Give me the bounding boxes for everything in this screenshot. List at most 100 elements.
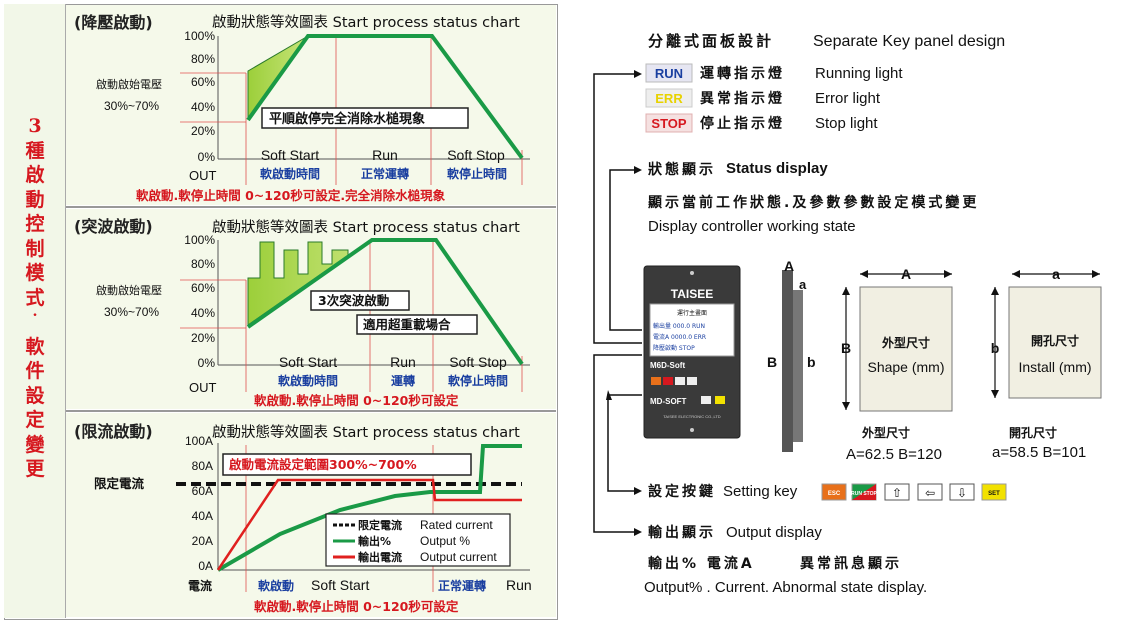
panel-3-phase-en-1: Soft Start [311,577,369,593]
phase-label: Run [390,354,416,370]
install-box-cn: 開孔尺寸 [1031,333,1079,348]
y-tick: 40% [191,306,215,320]
y-tick: 40A [192,509,213,523]
device-left-key[interactable] [687,377,697,385]
y-tick: 60A [192,484,213,498]
panel-2-callout-2: 適用超重載場合 [363,317,451,332]
err-badge [645,88,693,108]
panel-1-phase-cn: 軟啟動時間 正常運轉 軟停止時間 [260,166,507,181]
phase-label-cn: 軟停止時間 [447,166,507,181]
stop-light-en: Stop light [815,115,878,132]
output-desc-cn-2: 異常訊息顯示 [800,555,902,572]
panel-1-start-label: 啟動啟始電壓 [96,77,162,91]
connector-arrows [606,70,642,536]
y-tick: 20% [191,331,215,345]
y-tick: 0% [198,150,216,164]
device-down-key[interactable] [701,396,711,404]
install-box-en: Install (mm) [1018,359,1091,375]
left-arrow-icon: ⇦ [925,486,935,500]
y-tick: 0A [198,559,213,573]
install-a-label: a [1052,266,1060,282]
side-label-b: b [807,354,816,370]
panel-design-title-cn: 分離式面板設計 [648,32,774,50]
panel-2-heading: (突波啟動) [74,217,153,236]
legend-items: 限定電流 Rated current 輸出% Output % 輸出電流 Out… [333,518,497,564]
side-title: 3種啟動控制模式˙軟件設定變更 [25,115,45,480]
esc-key-label: ESC [828,491,841,497]
shape-B-label: B [841,340,851,356]
panel-2-callout-box-1 [310,290,410,311]
device-run-key[interactable] [663,377,673,385]
install-b-label: b [991,340,1000,356]
y-tick: 60% [191,281,215,295]
setting-key-row: ESC RUN STOP ⇧ ⇦ ⇩ SET [821,483,1007,501]
panel-2-output-line [246,238,524,366]
panel-1-output-line [246,34,524,160]
panel-3-chart-title: 啟動狀態等效圖表 Start process status chart [212,423,520,441]
install-dimension: a b 開孔尺寸 Install (mm) [991,266,1102,399]
side-label-a: a [799,277,807,292]
shape-A-label: A [901,266,911,282]
err-light-en: Error light [815,90,881,107]
setting-keys-en: Setting key [723,483,798,500]
panel-3-x-axis-label: 電流 [188,578,212,593]
install-box [1008,286,1102,399]
output-display-en: Output display [726,524,822,541]
panel-3-phase-en-2: Run [506,577,532,593]
legend-label-en: Output current [420,550,497,564]
phase-label: Soft Stop [447,147,505,163]
panel-3-note: 軟啟動.軟停止時間 0~120秒可設定 [254,599,459,614]
legend-label-en: Rated current [420,518,493,532]
shape-dims-cn: 外型尺寸 [862,425,910,440]
legend-label-cn: 限定電流 [358,518,402,532]
down-key[interactable] [949,483,975,501]
device-screen-title: 運行主畫面 [677,309,707,317]
panel-1-callout: 平順啟停完全消除水槌現象 [269,111,425,127]
device-up-key[interactable] [675,377,685,385]
panel-2-phase-cn: 軟啟動時間 運轉 軟停止時間 [278,373,508,388]
esc-key[interactable] [821,483,847,501]
phase-label: Soft Stop [449,354,507,370]
connector-lines [593,73,642,533]
set-key-label: SET [988,491,1000,497]
device-screen [649,303,735,357]
up-key[interactable] [884,483,910,501]
side-view-body [793,290,803,442]
panel-3-output-line [216,444,522,572]
device-screen-line: 降壓啟動 STOP [653,344,695,352]
panel-1-start-range: 30%~70% [104,99,159,113]
left-key[interactable] [917,483,943,501]
phase-label: Run [372,147,398,163]
device-screen-line: 電流A 0000.0 ERR [653,333,706,341]
key-panel-design: 分離式面板設計 Separate Key panel design RUN 運轉… [593,32,1102,596]
phase-label-cn: 軟停止時間 [448,373,508,388]
panel-1-bg [66,5,556,205]
device-esc-key[interactable] [651,377,661,385]
device-footer: TAISEE ELECTRONIC CO.,LTD [663,414,721,419]
device-model-2: MD-SOFT [650,397,687,406]
set-key[interactable] [981,483,1007,501]
y-tick: 80% [191,257,215,271]
y-tick: 60% [191,75,215,89]
stop-badge-label: STOP [651,116,686,131]
side-label-A: A [784,258,794,274]
y-tick: 80A [192,459,213,473]
device-model-1: M6D-Soft [650,361,685,370]
run-light-cn: 運轉指示燈 [700,65,785,82]
output-desc-cn-1: 輸出% 電流A [648,555,755,572]
panel-design-title-en: Separate Key panel design [813,33,1005,50]
side-label-B: B [767,354,777,370]
panel-1: (降壓啟動) 啟動狀態等效圖表 Start process status cha… [74,13,530,203]
run-badge-label: RUN [655,66,683,81]
y-tick: 100A [185,434,213,448]
device-screen-line: 輸出量 000.0 RUN [653,322,705,330]
panel-divider-2 [66,410,556,412]
shape-dims-value: A=62.5 B=120 [846,446,942,463]
panel-2-chart-title: 啟動狀態等效圖表 Start process status chart [212,218,520,236]
device-set-key[interactable] [715,396,725,404]
y-tick: 100% [184,233,215,247]
y-tick: 80% [191,52,215,66]
indicator-lights: RUN 運轉指示燈 Running light ERR 異常指示燈 Error … [645,63,903,133]
device-screw [690,428,694,432]
y-tick: 20% [191,124,215,138]
